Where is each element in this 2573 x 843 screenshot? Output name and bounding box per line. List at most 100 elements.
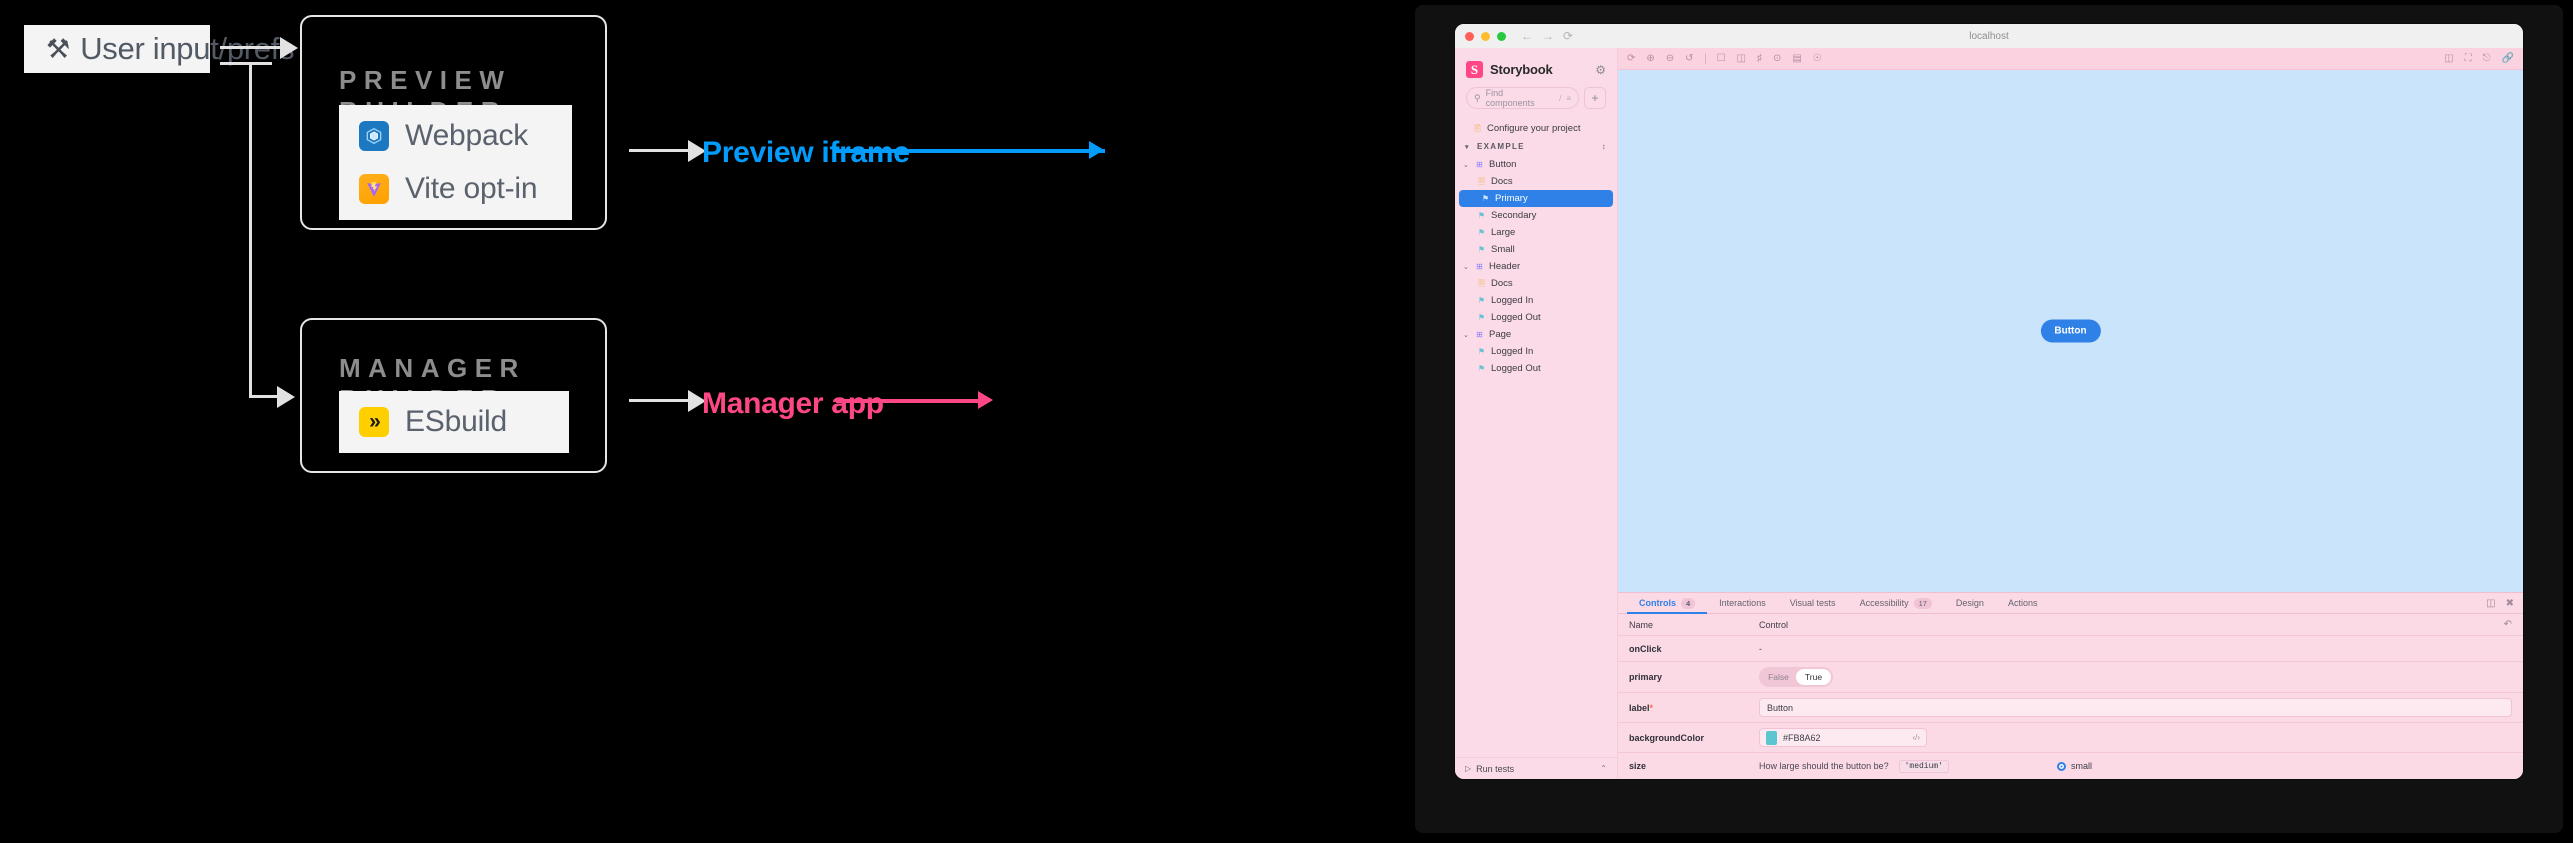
tree-item-docs[interactable]: 🗏Docs: [1455, 275, 1617, 292]
layers-icon[interactable]: ▤: [1792, 53, 1802, 64]
tree-item-label: Small: [1491, 244, 1515, 255]
chevron-up-icon[interactable]: ⌃: [1600, 764, 1607, 773]
toggle-false-option[interactable]: False: [1768, 672, 1789, 682]
sort-icon[interactable]: ↕: [1601, 142, 1607, 151]
tree-item-logged-in[interactable]: ⚑Logged In: [1455, 292, 1617, 309]
tab-badge: 17: [1913, 597, 1932, 609]
story-button[interactable]: Button: [2040, 319, 2101, 343]
tree-item-logged-out[interactable]: ⚑Logged Out: [1455, 309, 1617, 326]
story-icon: ⚑: [1477, 227, 1486, 237]
tree-item-primary[interactable]: ⚑ Primary: [1459, 190, 1613, 207]
tree-item-large[interactable]: ⚑ Large: [1455, 224, 1617, 241]
annotation-arrow-manager-head: [688, 390, 706, 412]
tree-item-label: Primary: [1495, 193, 1528, 204]
preview-builder-item-webpack[interactable]: Webpack: [339, 105, 572, 167]
color-input[interactable]: #FB8A62 ‹/›: [1759, 728, 1927, 747]
filter-icon[interactable]: ≡: [1566, 93, 1571, 103]
toggle-true-option[interactable]: True: [1796, 669, 1831, 685]
annotation-rule-preview-head: [1089, 141, 1104, 159]
panel-position-icon[interactable]: ◫: [2486, 597, 2496, 609]
tree-item-header[interactable]: ⌄⊞Header: [1455, 258, 1617, 275]
tree-group-example[interactable]: ▾ EXAMPLE ↕: [1455, 137, 1617, 156]
boolean-toggle[interactable]: False True: [1759, 667, 1833, 687]
remount-icon[interactable]: ⟳: [1627, 53, 1636, 64]
brand-row[interactable]: S Storybook ⚙: [1455, 48, 1617, 87]
manager-builder-item-label: ESbuild: [405, 405, 508, 438]
add-component-button[interactable]: +: [1584, 87, 1606, 109]
fullscreen-icon[interactable]: ⛶: [2464, 53, 2472, 64]
tab-label: Accessibility: [1859, 598, 1909, 608]
undo-icon[interactable]: ↶: [2503, 619, 2512, 630]
docs-icon: 🖹: [1474, 123, 1481, 133]
story-icon: ⚑: [1481, 193, 1490, 203]
control-row-onclick: onClick -: [1618, 636, 2523, 662]
window-close-dot[interactable]: [1465, 31, 1474, 41]
forward-icon[interactable]: →: [1542, 29, 1554, 43]
tab-design[interactable]: Design: [1944, 593, 1996, 614]
tree-item-label: Large: [1491, 227, 1516, 238]
radio-dot-icon[interactable]: [2057, 761, 2066, 771]
tab-label: Visual tests: [1789, 598, 1836, 608]
tree-item-page[interactable]: ⌄⊞Page: [1455, 326, 1617, 343]
tree-item-logged-in[interactable]: ⚑Logged In: [1455, 343, 1617, 360]
zoom-out-icon[interactable]: ⊖: [1665, 53, 1675, 64]
tree-item-secondary[interactable]: ⚑Secondary: [1455, 207, 1617, 224]
window-minimize-dot[interactable]: [1481, 31, 1490, 41]
sidebar-toggle-icon[interactable]: ◫: [2444, 53, 2454, 64]
tree-item-label: Logged Out: [1491, 312, 1541, 323]
tree-item-small[interactable]: ⚑ Small: [1455, 241, 1617, 258]
control-name: backgroundColor: [1629, 732, 1705, 743]
open-new-tab-icon[interactable]: ⎋: [2482, 53, 2491, 64]
tab-actions[interactable]: Actions: [1996, 593, 2050, 614]
preview-builder-item-vite[interactable]: Vite opt-in: [339, 158, 572, 220]
window-maximize-dot[interactable]: [1497, 31, 1506, 41]
connector-top: [220, 46, 282, 49]
tab-visual-tests[interactable]: Visual tests: [1778, 593, 1848, 614]
tab-interactions[interactable]: Interactions: [1707, 593, 1778, 614]
color-swatch[interactable]: [1766, 730, 1777, 745]
component-icon: ⊞: [1476, 261, 1483, 271]
tree-item-label: Logged Out: [1491, 363, 1541, 374]
reload-icon[interactable]: ⟳: [1563, 29, 1574, 43]
manager-builder-item-esbuild[interactable]: » ESbuild: [339, 391, 569, 453]
outline-icon[interactable]: ⊙: [1772, 53, 1782, 64]
run-tests-row[interactable]: ▷ Run tests ⌃: [1455, 757, 1617, 779]
component-tree: 🖹 Configure your project ▾ EXAMPLE ↕ ⌄⊞B…: [1455, 118, 1617, 757]
radio-option-label: small: [2071, 761, 2093, 771]
tree-item-docs[interactable]: 🗏Docs: [1455, 173, 1617, 190]
story-icon: ⚑: [1477, 244, 1486, 254]
control-value: -: [1759, 643, 1762, 654]
tree-item-logged-out[interactable]: ⚑Logged Out: [1455, 360, 1617, 377]
zoom-in-icon[interactable]: ⊕: [1646, 53, 1655, 64]
tab-accessibility[interactable]: Accessibility 17: [1848, 593, 1944, 614]
run-tests-label: Run tests: [1476, 763, 1515, 774]
close-panel-icon[interactable]: ✖: [2505, 597, 2514, 609]
play-icon: ▷: [1465, 764, 1472, 773]
gear-icon[interactable]: ⚙: [1595, 62, 1606, 77]
search-icon: ⚲: [1474, 92, 1481, 103]
label-text-input[interactable]: Button: [1759, 698, 2512, 717]
annotation-preview-iframe: Preview iframe: [702, 136, 910, 169]
preview-builder-item-label: Webpack: [405, 119, 529, 152]
zoom-reset-icon[interactable]: ↺: [1685, 53, 1694, 64]
tree-item-button[interactable]: ⌄⊞Button: [1455, 156, 1617, 173]
copy-link-icon[interactable]: 🔗: [2501, 53, 2514, 64]
back-icon[interactable]: ←: [1521, 29, 1533, 43]
preview-iframe: Button: [1618, 70, 2523, 592]
story-icon: ⚑: [1477, 346, 1486, 356]
color-format-icon[interactable]: ‹/›: [1912, 733, 1920, 742]
tree-item-configure[interactable]: 🖹 Configure your project: [1455, 120, 1617, 137]
chevron-down-icon: ⌄: [1463, 161, 1469, 169]
column-header-control: Control: [1759, 619, 1789, 630]
component-icon: ⊞: [1476, 159, 1483, 169]
measure-icon[interactable]: ♯: [1756, 53, 1762, 64]
viewport-icon[interactable]: ◫: [1736, 53, 1746, 64]
connector-bottom: [249, 395, 279, 398]
address-bar[interactable]: localhost: [1969, 30, 2009, 42]
annotation-rule-manager: [836, 399, 984, 403]
search-input[interactable]: ⚲ Find components / ≡: [1466, 87, 1579, 109]
radio-option-small[interactable]: small: [2057, 761, 2092, 771]
background-icon[interactable]: ☐: [1716, 53, 1726, 64]
accessibility-icon[interactable]: ☉: [1812, 53, 1822, 64]
